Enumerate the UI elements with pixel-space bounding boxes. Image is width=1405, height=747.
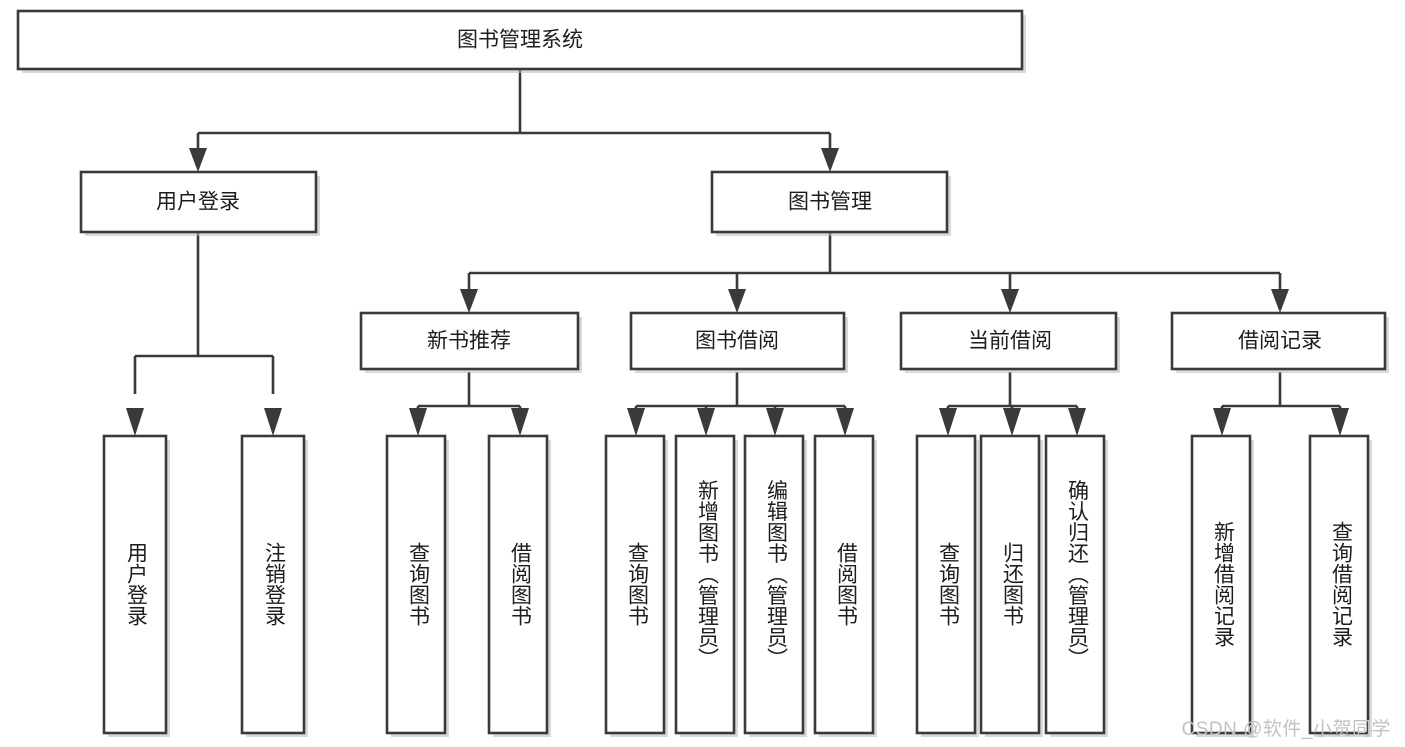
leaf-query-record[interactable]: 查询借阅记录 bbox=[1308, 434, 1372, 737]
leaf-user-login[interactable]: 用户登录 bbox=[102, 434, 170, 737]
arrow-current bbox=[1001, 289, 1019, 313]
leaf-query-book-3-box bbox=[915, 434, 977, 735]
leaf-borrow-book-borrow[interactable]: 借阅图书 bbox=[813, 434, 877, 737]
leaf-add-book-label: 新增图书（管理员） bbox=[695, 480, 719, 669]
new-book-box bbox=[359, 311, 580, 371]
leaf-return-book-box bbox=[979, 434, 1041, 735]
leaf-query-book-current[interactable]: 查询图书 bbox=[915, 434, 979, 737]
leaf-borrow-book-1-box bbox=[487, 434, 549, 735]
root-box bbox=[16, 9, 1024, 71]
leaf-query-record-label: 查询借阅记录 bbox=[1329, 521, 1353, 647]
arrow-leaf-add-book bbox=[697, 408, 715, 436]
arrow-leaf-query-record bbox=[1331, 408, 1349, 436]
arrow-user-login bbox=[189, 148, 207, 172]
arrow-leaf-edit-book bbox=[766, 408, 784, 436]
borrow-record-label: 借阅记录 bbox=[1238, 330, 1322, 353]
book-borrow-label: 图书借阅 bbox=[695, 330, 779, 353]
arrow-record bbox=[1271, 289, 1289, 313]
node-user-login[interactable]: 用户登录 bbox=[79, 170, 320, 236]
arrow-leaf-logout bbox=[264, 408, 282, 436]
book-borrow-box bbox=[629, 311, 846, 371]
leaf-confirm-return-label: 确认归还（管理员） bbox=[1065, 480, 1089, 669]
book-management-label: 图书管理 bbox=[788, 191, 872, 214]
leaf-add-record-box bbox=[1190, 434, 1252, 735]
arrow-new-book bbox=[460, 289, 478, 313]
connector-layer bbox=[126, 70, 1349, 436]
arrow-leaf-query-book-1 bbox=[409, 408, 427, 436]
leaf-query-book-1-box bbox=[385, 434, 447, 735]
leaf-borrow-book-1-label: 借阅图书 bbox=[508, 542, 532, 626]
arrow-leaf-borrow-book-2 bbox=[836, 408, 854, 436]
leaf-confirm-return[interactable]: 确认归还（管理员） bbox=[1044, 434, 1108, 737]
book-management-box bbox=[710, 170, 949, 234]
user-login-box bbox=[79, 170, 318, 234]
leaf-query-book-newbook[interactable]: 查询图书 bbox=[385, 434, 449, 737]
arrow-leaf-user-login bbox=[126, 408, 144, 436]
node-borrow-record[interactable]: 借阅记录 bbox=[1170, 311, 1389, 373]
leaf-confirm-return-box bbox=[1044, 434, 1106, 735]
leaf-logout-box bbox=[240, 434, 306, 735]
arrow-leaf-query-book-2 bbox=[627, 408, 645, 436]
root-label: 图书管理系统 bbox=[457, 29, 583, 52]
arrow-borrow bbox=[728, 289, 746, 313]
leaf-return-book-label: 归还图书 bbox=[1000, 542, 1024, 626]
leaf-query-book-1-label: 查询图书 bbox=[406, 542, 430, 626]
leaf-return-book[interactable]: 归还图书 bbox=[979, 434, 1043, 737]
node-new-book-recommend[interactable]: 新书推荐 bbox=[359, 311, 582, 373]
node-current-borrow[interactable]: 当前借阅 bbox=[899, 311, 1120, 373]
arrow-book-mgmt bbox=[821, 148, 839, 172]
leaf-query-record-box bbox=[1308, 434, 1370, 735]
new-book-label: 新书推荐 bbox=[427, 330, 511, 353]
leaf-user-login-box bbox=[102, 434, 168, 735]
leaf-borrow-book-2-label: 借阅图书 bbox=[834, 542, 858, 626]
leaf-logout-label: 注销登录 bbox=[262, 542, 286, 626]
arrow-leaf-query-book-3 bbox=[939, 408, 957, 436]
leaf-add-record[interactable]: 新增借阅记录 bbox=[1190, 434, 1254, 737]
arrow-leaf-add-record bbox=[1213, 408, 1231, 436]
node-root[interactable]: 图书管理系统 bbox=[16, 9, 1026, 73]
borrow-record-box bbox=[1170, 311, 1387, 371]
arrow-leaf-borrow-book-1 bbox=[511, 408, 529, 436]
user-login-label: 用户登录 bbox=[156, 191, 240, 214]
leaf-add-book-box bbox=[674, 434, 736, 735]
leaf-query-book-borrow[interactable]: 查询图书 bbox=[604, 434, 668, 737]
arrow-leaf-confirm-return bbox=[1068, 408, 1086, 436]
current-borrow-label: 当前借阅 bbox=[968, 330, 1052, 353]
leaf-add-book[interactable]: 新增图书（管理员） bbox=[674, 434, 738, 737]
leaf-query-book-2-box bbox=[604, 434, 666, 735]
leaf-add-record-label: 新增借阅记录 bbox=[1211, 521, 1235, 647]
leaf-edit-book-box bbox=[743, 434, 805, 735]
leaf-edit-book[interactable]: 编辑图书（管理员） bbox=[743, 434, 807, 737]
node-book-management[interactable]: 图书管理 bbox=[710, 170, 951, 236]
current-borrow-box bbox=[899, 311, 1118, 371]
arrow-leaf-return-book bbox=[1003, 408, 1021, 436]
leaf-logout[interactable]: 注销登录 bbox=[240, 434, 308, 737]
leaf-borrow-book-newbook[interactable]: 借阅图书 bbox=[487, 434, 551, 737]
leaf-user-login-label: 用户登录 bbox=[124, 542, 148, 626]
leaf-query-book-3-label: 查询图书 bbox=[936, 542, 960, 626]
node-book-borrow[interactable]: 图书借阅 bbox=[629, 311, 848, 373]
leaf-edit-book-label: 编辑图书（管理员） bbox=[764, 480, 788, 669]
leaf-borrow-book-2-box bbox=[813, 434, 875, 735]
leaf-query-book-2-label: 查询图书 bbox=[625, 542, 649, 626]
